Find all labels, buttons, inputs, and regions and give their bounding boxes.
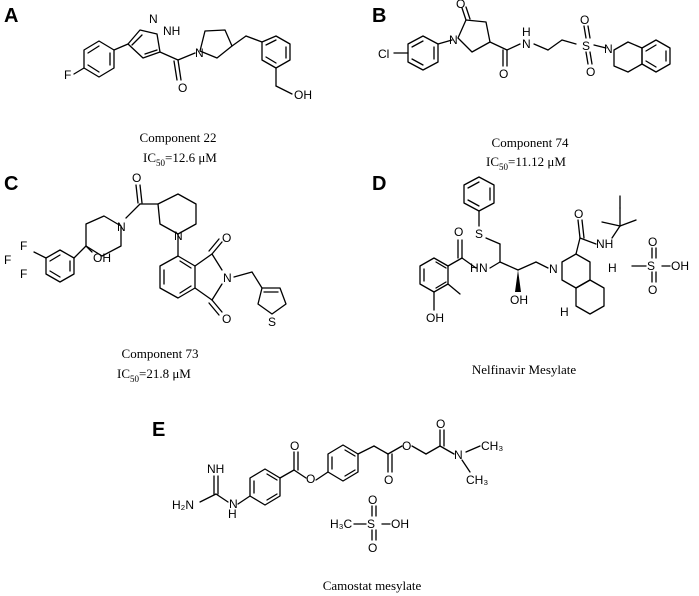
atom-d-oh1: OH	[510, 293, 528, 307]
caption-e-name: Camostat mesylate	[323, 578, 422, 593]
atom-c-o3: O	[222, 312, 231, 326]
atom-c-n1: N	[117, 220, 126, 234]
atom-e-n: N	[229, 497, 238, 511]
atom-e-nh: NH	[207, 462, 224, 476]
atom-c-s: S	[268, 315, 276, 329]
atom-d-ms-o1: O	[648, 235, 657, 249]
atom-e-o4: O	[402, 439, 411, 453]
atom-e-n2: N	[454, 448, 463, 462]
atom-b-o4: O	[586, 65, 595, 79]
atom-b-s: S	[582, 39, 590, 53]
atom-d-ms-oh: OH	[671, 259, 689, 273]
panel-a: A	[4, 5, 312, 168]
atom-e-h2n: H₂N	[172, 498, 194, 512]
atom-b-n2: N	[522, 37, 531, 51]
structure-a: F N NH O N OH	[64, 12, 312, 102]
atom-e-ms-o2: O	[368, 541, 377, 555]
atom-d-n1: N	[479, 261, 488, 275]
panel-label-d: D	[372, 173, 386, 195]
atom-e-h: H	[228, 507, 237, 521]
atom-e-o2: O	[306, 472, 315, 486]
atom-e-ms-o1: O	[368, 493, 377, 507]
atom-b-o1: O	[456, 0, 465, 11]
atom-c-o1: O	[132, 171, 141, 185]
caption-c-name: Component 73	[122, 346, 199, 361]
atom-d-oh2: OH	[426, 311, 444, 325]
atom-c-f3: F	[20, 267, 27, 281]
atom-d-ms-o2: O	[648, 283, 657, 297]
atom-a-oh: OH	[294, 88, 312, 102]
atom-c-f2: F	[4, 253, 11, 267]
atom-e-o3: O	[384, 473, 393, 487]
caption-d-name: Nelfinavir Mesylate	[472, 362, 577, 377]
atom-d-h1: H	[470, 261, 479, 275]
atom-d-n2: N	[549, 262, 558, 276]
atom-a-n: N	[149, 12, 158, 26]
caption-a-name: Component 22	[140, 130, 217, 145]
caption-a-ic50: IC50=12.6 μM	[143, 150, 217, 168]
atom-e-ms-oh: OH	[391, 517, 409, 531]
atom-d-h2: H	[608, 261, 617, 275]
caption-b-ic50: IC50=11.12 μM	[486, 154, 566, 172]
atom-c-f1: F	[20, 239, 27, 253]
panel-label-b: B	[372, 5, 386, 27]
atom-d-o1: O	[454, 225, 463, 239]
panel-c: C	[4, 171, 287, 384]
panel-d: D	[372, 173, 689, 377]
structure-c: O N N OH F F F O O N S	[4, 171, 287, 329]
structure-b: Cl N O O H N S O O N	[378, 0, 671, 81]
atom-b-cl: Cl	[378, 47, 389, 61]
structure-e: NH H₂N H N O O O O O N CH₃ CH₃ H₃C S O O…	[172, 417, 503, 555]
atom-b-n3: N	[604, 42, 613, 56]
atom-b-o2: O	[499, 67, 508, 81]
atom-b-n1: N	[449, 33, 458, 47]
atom-c-o2: O	[222, 231, 231, 245]
panel-e: E	[152, 417, 503, 593]
atom-d-s: S	[475, 227, 483, 241]
atom-c-n2: N	[174, 229, 183, 243]
atom-b-h: H	[522, 25, 531, 39]
atom-c-n3: N	[223, 271, 232, 285]
atom-e-ms-s: S	[367, 517, 375, 531]
atom-e-ch3a: CH₃	[481, 439, 503, 453]
panel-label-a: A	[4, 5, 18, 27]
caption-c-ic50: IC50=21.8 μM	[117, 366, 191, 384]
atom-e-h3c: H₃C	[330, 517, 353, 531]
atom-d-ms-s: S	[647, 259, 655, 273]
caption-b-name: Component 74	[492, 135, 569, 150]
structure-d: S O H N OH OH N O NH H H S O O OH	[419, 176, 689, 325]
panel-b: B	[372, 0, 671, 172]
atom-a-o: O	[178, 81, 187, 95]
atom-d-o2: O	[574, 207, 583, 221]
atom-b-o3: O	[580, 13, 589, 27]
panel-label-e: E	[152, 419, 165, 441]
atom-e-o1: O	[290, 439, 299, 453]
atom-a-f: F	[64, 68, 71, 82]
atom-c-oh: OH	[93, 251, 111, 265]
atom-d-h3: H	[560, 305, 569, 319]
atom-a-nh: NH	[163, 24, 180, 38]
atom-d-nh: NH	[596, 237, 613, 251]
atom-a-ring-n: N	[195, 46, 204, 60]
atom-e-o5: O	[436, 417, 445, 431]
atom-e-ch3b: CH₃	[466, 473, 488, 487]
panel-label-c: C	[4, 173, 18, 195]
